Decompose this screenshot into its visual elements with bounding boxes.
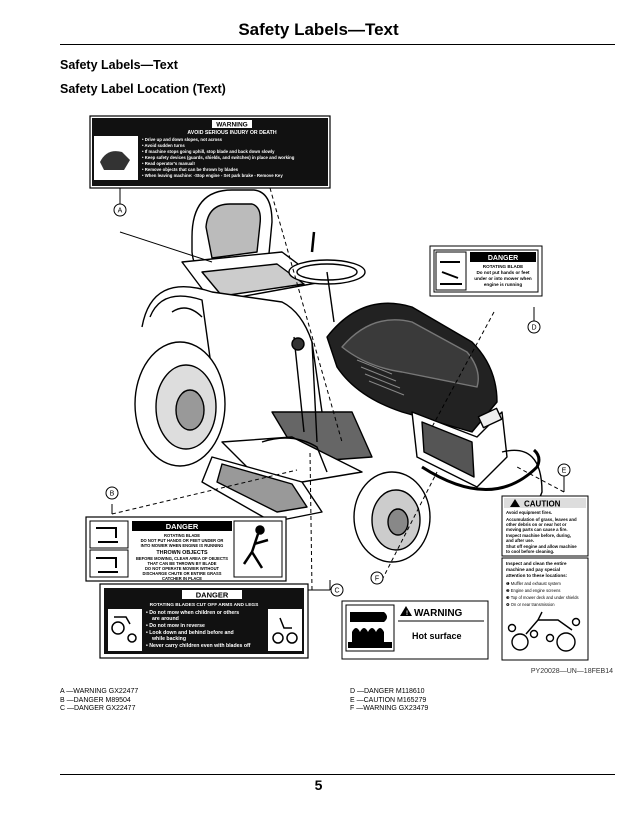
svg-text:under or into mower when: under or into mower when (474, 276, 532, 281)
svg-text:Inspect and clean the entire: Inspect and clean the entire (506, 561, 567, 566)
callout-e: E (558, 464, 570, 476)
header-rule (60, 44, 615, 45)
section-subheading: Safety Label Location (Text) (60, 82, 226, 96)
svg-text:machine and pay special: machine and pay special (506, 567, 560, 572)
svg-text:while backing: while backing (151, 636, 186, 642)
legend-item: F —WARNING GX23479 (350, 705, 428, 714)
svg-text:• If machine stops going uphil: • If machine stops going uphill, stop bl… (142, 149, 275, 154)
legend-item: C —DANGER GX22477 (60, 705, 138, 714)
legend-item: B —DANGER M89504 (60, 697, 138, 706)
label-c-signal: DANGER (196, 591, 229, 600)
label-f-text: Hot surface (412, 631, 462, 641)
label-a-title: AVOID SERIOUS INJURY OR DEATH (187, 130, 276, 136)
callout-d: D (528, 321, 540, 333)
svg-text:Avoid equipment fires.: Avoid equipment fires. (506, 510, 552, 515)
legend-right: D —DANGER M118610 E —CAUTION M165279 F —… (350, 688, 428, 714)
label-f-warning: ! WARNING Hot surface (342, 601, 488, 659)
svg-text:engine is running: engine is running (484, 282, 522, 287)
svg-text:❶ Muffler and exhaust system: ❶ Muffler and exhaust system (506, 581, 561, 586)
label-c-title: ROTATING BLADES CUT OFF ARMS AND LEGS (150, 602, 260, 608)
label-b-signal: DANGER (166, 522, 199, 531)
svg-text:C: C (334, 588, 339, 595)
callout-a: A (114, 204, 126, 216)
label-a-signal: WARNING (216, 122, 247, 129)
page-title: Safety Labels—Text (0, 20, 637, 40)
svg-text:A: A (118, 208, 123, 215)
legend-item: D —DANGER M118610 (350, 688, 428, 697)
label-d-signal: DANGER (488, 255, 518, 262)
svg-text:attention to these locations:: attention to these locations: (506, 573, 568, 578)
svg-text:INTO MOWER WHEN ENGINE IS RUNN: INTO MOWER WHEN ENGINE IS RUNNING (141, 543, 224, 548)
figure-id: PY20028—UN—18FEB14 (531, 668, 613, 675)
svg-text:❸ Top of mower deck and under: ❸ Top of mower deck and under shields (506, 595, 579, 600)
svg-text:moving parts can cause a fire.: moving parts can cause a fire. (506, 527, 568, 532)
svg-text:• Never carry children even wi: • Never carry children even with blades … (146, 643, 251, 649)
svg-text:❷ Engine and engine screens: ❷ Engine and engine screens (506, 588, 560, 593)
svg-text:and after use.: and after use. (506, 538, 534, 543)
safety-label-figure: A D B C F E WARNING AVOID SERIOUS INJURY… (72, 112, 597, 662)
section-heading: Safety Labels—Text (60, 58, 178, 72)
label-b-danger: DANGER ROTATING BLADE DO NOT PUT HANDS O… (86, 517, 286, 581)
svg-text:E: E (562, 468, 567, 475)
svg-text:F: F (375, 576, 379, 583)
label-e-signal: CAUTION (524, 500, 561, 509)
svg-text:to cool before cleaning.: to cool before cleaning. (506, 549, 554, 554)
svg-text:Do not put hands or feet: Do not put hands or feet (476, 270, 530, 275)
svg-text:• Do not mow in reverse: • Do not mow in reverse (146, 623, 205, 629)
legend-item: E —CAUTION M165279 (350, 697, 428, 706)
callout-b: B (106, 487, 118, 499)
svg-text:ROTATING BLADE: ROTATING BLADE (483, 264, 523, 269)
label-b-text: ROTATING BLADE DO NOT PUT HANDS OR FEET … (136, 533, 228, 581)
svg-text:CATCHER IN PLACE: CATCHER IN PLACE (162, 576, 202, 581)
legend-left: A —WARNING GX22477 B —DANGER M89504 C —D… (60, 688, 138, 714)
svg-text:• Remove objects that can be t: • Remove objects that can be thrown by b… (142, 167, 239, 172)
svg-text:• Avoid sudden turns: • Avoid sudden turns (142, 143, 185, 148)
label-d-danger: DANGER ROTATING BLADE Do not put hands o… (430, 246, 542, 296)
callout-f: F (371, 572, 383, 584)
label-e-inspect: Inspect and clean the entire machine and… (506, 561, 568, 578)
svg-text:B: B (110, 491, 115, 498)
label-e-caution: CAUTION Avoid equipment fires. Accumulat… (502, 496, 588, 660)
svg-text:• Keep safety devices (guards,: • Keep safety devices (guards, shields, … (142, 155, 295, 160)
legend-item: A —WARNING GX22477 (60, 688, 138, 697)
label-a-warning: WARNING AVOID SERIOUS INJURY OR DEATH • … (90, 116, 330, 188)
callout-c: C (331, 584, 343, 596)
svg-text:• When leaving machine: -Stop: • When leaving machine: -Stop engine - S… (142, 173, 283, 178)
svg-text:D: D (531, 325, 536, 332)
svg-text:are around: are around (152, 616, 179, 622)
page-number: 5 (0, 777, 637, 793)
footer-rule (60, 774, 615, 775)
label-f-signal: WARNING (414, 608, 463, 619)
label-c-danger: DANGER ROTATING BLADES CUT OFF ARMS AND … (100, 584, 308, 658)
svg-text:• Read operator's manual!: • Read operator's manual! (142, 161, 195, 166)
svg-text:• Drive up and down slopes, no: • Drive up and down slopes, not across (142, 137, 223, 142)
svg-text:❹ On or near transmission: ❹ On or near transmission (506, 602, 555, 607)
svg-text:!: ! (406, 611, 408, 617)
